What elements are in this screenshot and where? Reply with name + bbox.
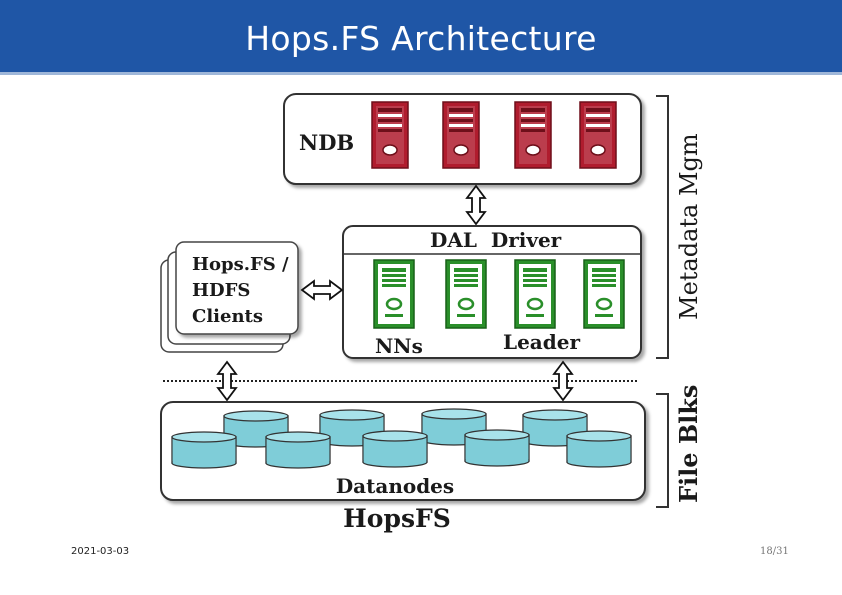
nn-datanodes-connector-icon bbox=[552, 360, 574, 402]
ndb-server-icon-1 bbox=[371, 101, 409, 169]
title-bar: Hops.FS Architecture bbox=[0, 0, 842, 75]
datanode-disk-icon-8 bbox=[464, 429, 530, 467]
slide-page-number: 18/31 bbox=[760, 546, 789, 557]
datanode-disk-icon-5 bbox=[171, 431, 237, 469]
diagram-caption: HopsFS bbox=[343, 504, 451, 533]
ndb-server-icon-3 bbox=[514, 101, 552, 169]
namenode-server-icon-2 bbox=[444, 258, 488, 330]
metadata-bracket: Metadata Mgm bbox=[656, 95, 703, 359]
datanode-disk-icon-7 bbox=[362, 430, 428, 468]
clients-nn-connector-icon bbox=[300, 279, 344, 301]
clients-label-line-2: HDFS bbox=[192, 280, 250, 301]
clients-datanodes-connector-icon bbox=[216, 360, 238, 402]
nns-label: NNs bbox=[375, 334, 423, 358]
namenode-cluster: DAL Driver NNs Leader bbox=[342, 225, 642, 359]
dal-driver-label: DAL Driver bbox=[430, 228, 562, 252]
ndb-cluster: NDB bbox=[283, 93, 642, 185]
ndb-dal-connector-icon bbox=[465, 184, 487, 226]
ndb-server-icon-2 bbox=[442, 101, 480, 169]
datanodes-cluster: Datanodes bbox=[160, 401, 646, 501]
datanode-disk-icon-9 bbox=[566, 430, 632, 468]
namenode-server-icon-4 bbox=[582, 258, 626, 330]
fileblks-bracket: File Blks bbox=[656, 385, 703, 508]
datanodes-label: Datanodes bbox=[336, 474, 454, 498]
metadata-bracket-label: Metadata Mgm bbox=[675, 133, 703, 320]
clients-label-line-3: Clients bbox=[192, 306, 263, 327]
leader-label: Leader bbox=[503, 330, 580, 354]
slide-title: Hops.FS Architecture bbox=[245, 19, 597, 58]
namenode-server-icon-1 bbox=[372, 258, 416, 330]
datanode-disk-icon-6 bbox=[265, 431, 331, 469]
slide-date: 2021-03-03 bbox=[71, 546, 130, 557]
ndb-server-icon-4 bbox=[579, 101, 617, 169]
namenode-server-icon-3 bbox=[513, 258, 557, 330]
clients-stack: Hops.FS / HDFS Clients bbox=[160, 241, 299, 353]
clients-label-line-1: Hops.FS / bbox=[192, 254, 289, 275]
fileblks-bracket-label: File Blks bbox=[674, 385, 703, 503]
ndb-label: NDB bbox=[299, 130, 354, 155]
